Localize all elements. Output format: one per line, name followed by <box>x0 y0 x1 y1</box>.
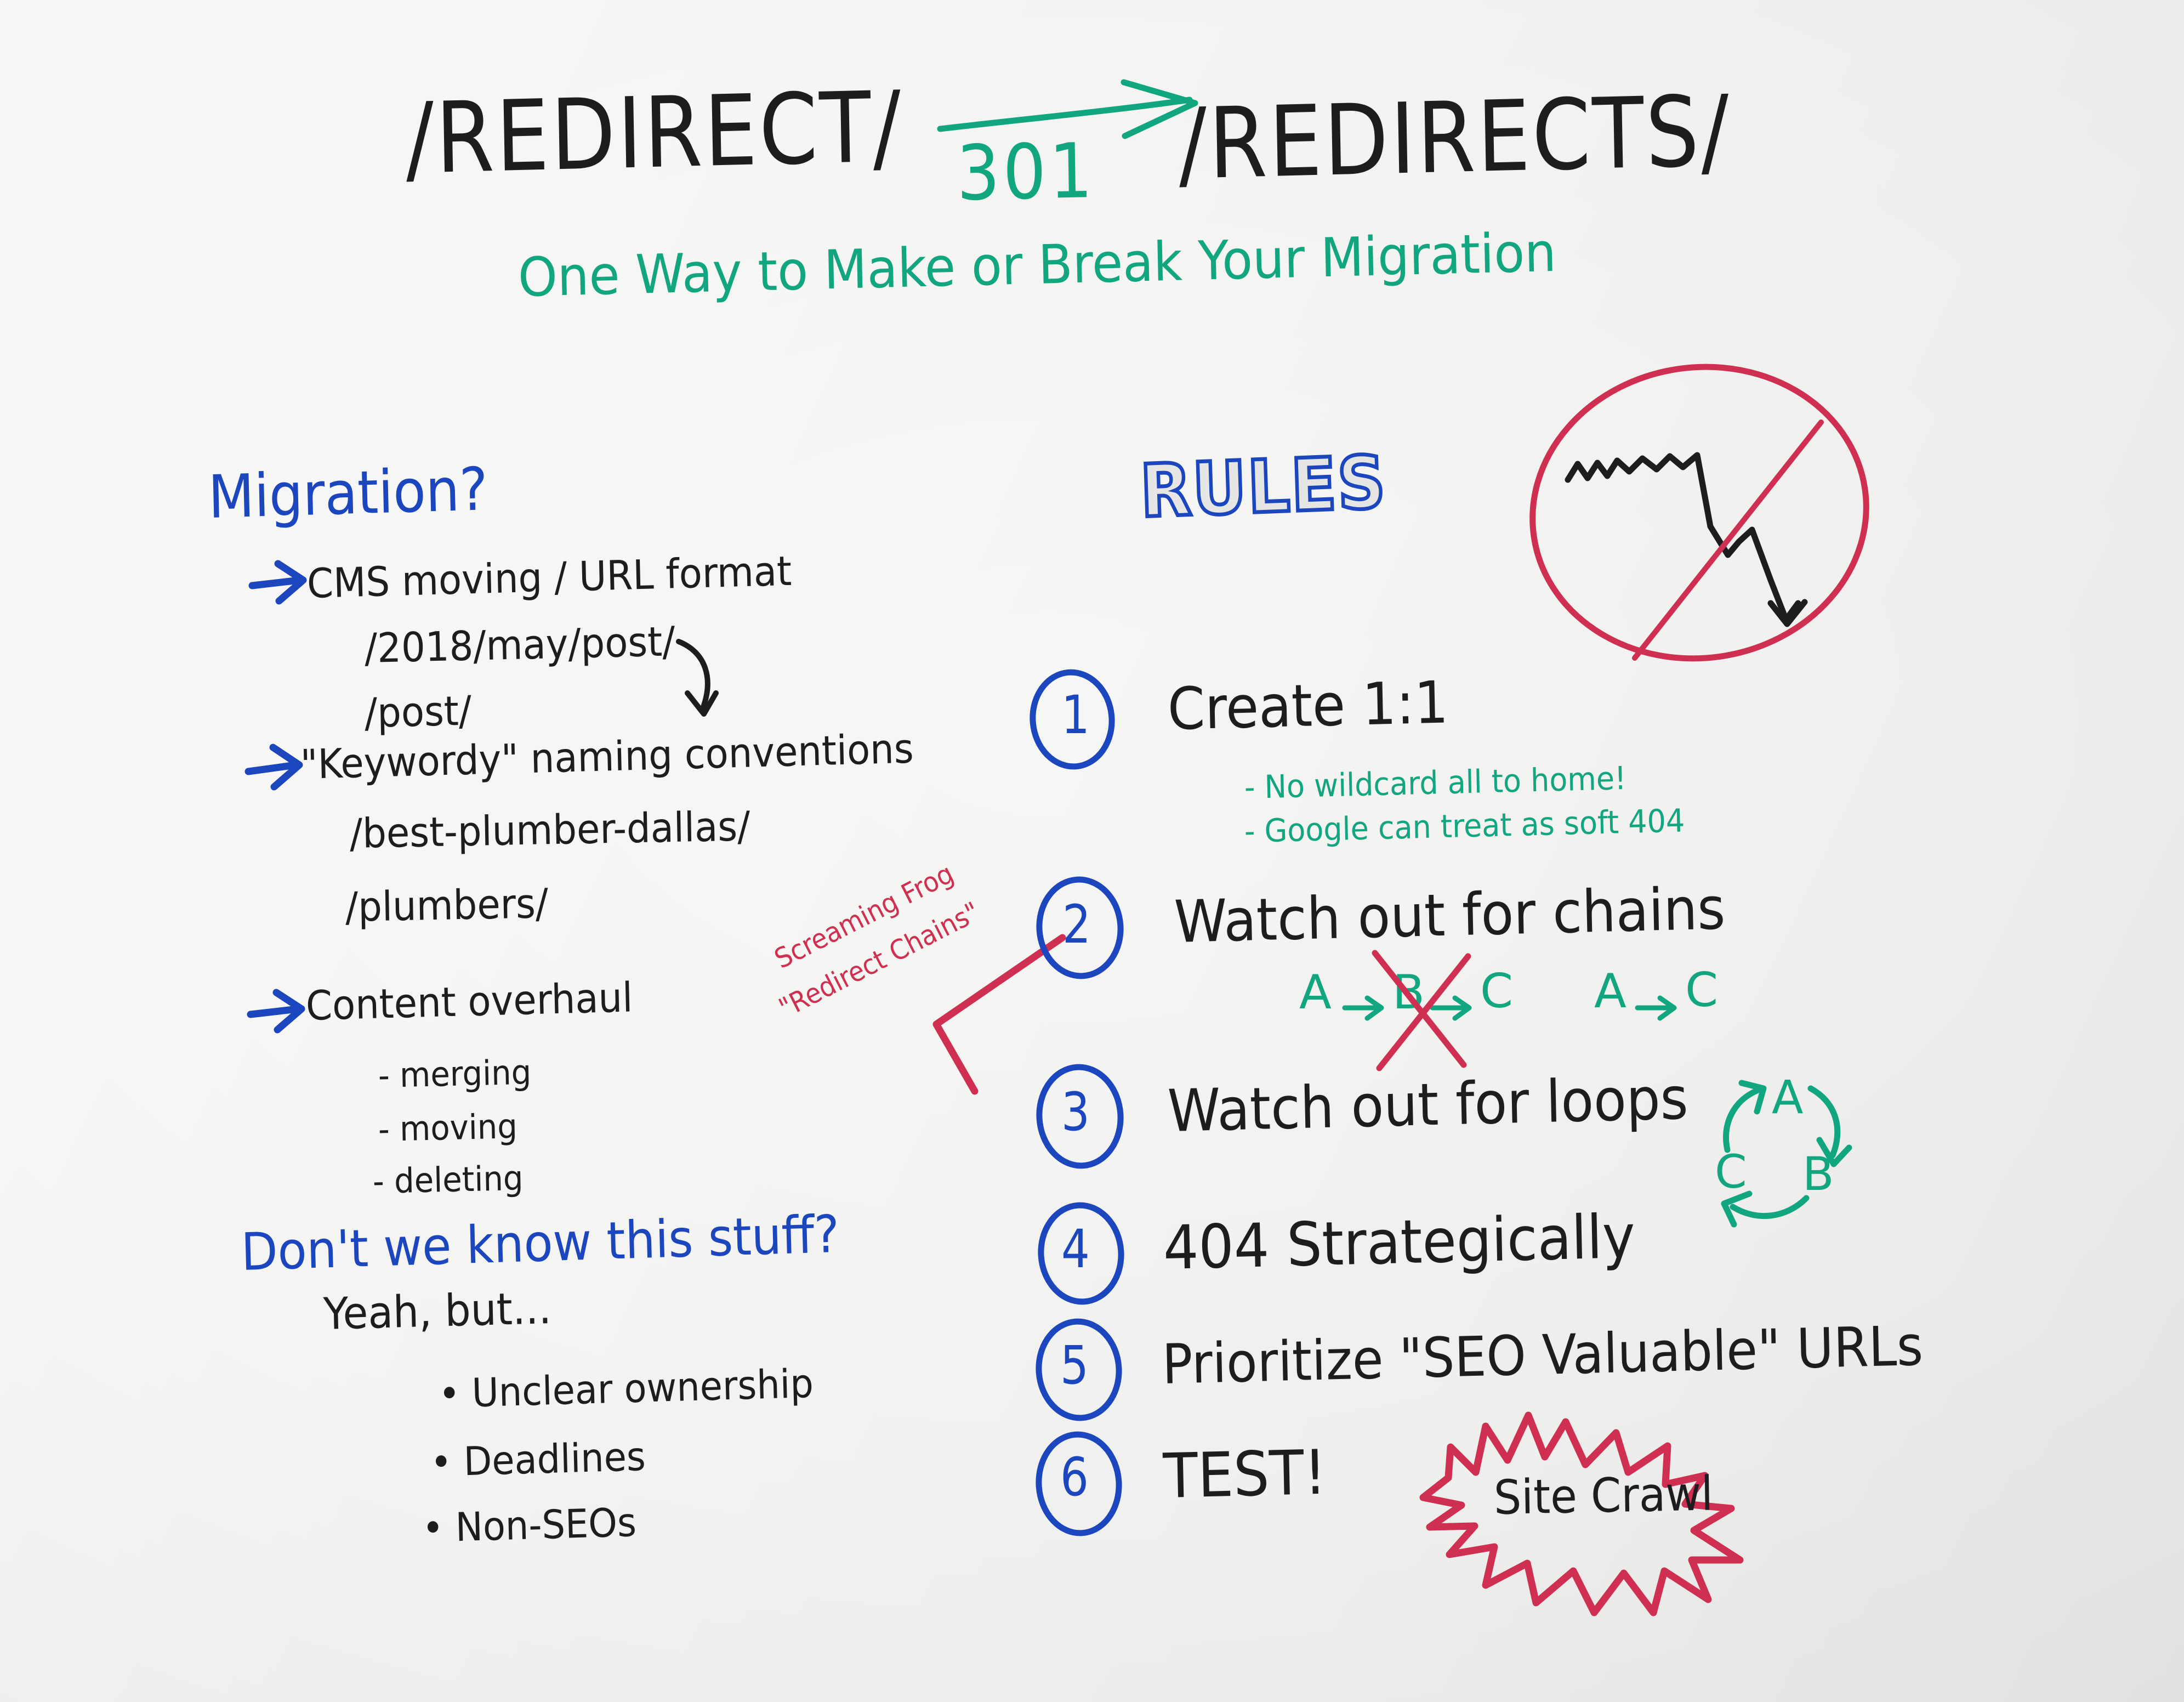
rule-2-circle <box>1036 876 1124 979</box>
rule-2-label: Watch out for chains <box>1173 875 1726 956</box>
rule-3-circle <box>1036 1064 1124 1169</box>
rule-4-number: 4 <box>1061 1218 1090 1280</box>
rule-6-circle <box>1036 1431 1122 1536</box>
right-arrow-icon <box>937 79 1198 139</box>
rule-3-loop-node-c: C <box>1715 1145 1747 1199</box>
rule-3-number: 3 <box>1061 1081 1090 1143</box>
rules-heading: RULES <box>1137 439 1390 536</box>
rule-1-note-1: - No wildcard all to home! <box>1244 759 1627 806</box>
rule-2-chain-crossout-icon <box>1372 950 1471 1071</box>
rule-2-chain-good-node-a: A <box>1594 964 1626 1019</box>
arrow-bullet-icon <box>247 989 305 1034</box>
rule-6-number: 6 <box>1060 1446 1089 1508</box>
arrow-bullet-icon <box>244 744 303 791</box>
rule-3-label: Watch out for loops <box>1167 1064 1689 1145</box>
rule-3-loop-node-a: A <box>1772 1070 1804 1124</box>
rule-2-chain-bad-node-c: C <box>1480 964 1514 1019</box>
rule-2-number: 2 <box>1062 894 1091 955</box>
site-crawl-burst-icon <box>1419 1411 1744 1616</box>
curve-down-arrow-icon <box>676 639 719 717</box>
rule-2-chain-good-node-c: C <box>1685 963 1719 1018</box>
rule-1-label: Create 1:1 <box>1167 668 1449 743</box>
declining-traffic-graph <box>1529 364 1869 662</box>
rule-1-circle <box>1030 669 1115 770</box>
arrow-bullet-icon <box>248 560 307 605</box>
rule-3-loop-diagram <box>1721 1080 1852 1228</box>
rule-1-number: 1 <box>1061 684 1090 746</box>
rule-2-chain-arrow-1 <box>1342 995 1384 1021</box>
rule-2-chain-good-arrow <box>1635 995 1677 1021</box>
rule-1-note-2: - Google can treat as soft 404 <box>1244 802 1685 850</box>
rule-2-chain-arrow-2 <box>1430 995 1472 1021</box>
rule-4-circle <box>1038 1202 1124 1305</box>
rule-2-annotation-bracket <box>932 934 1066 1095</box>
rule-3-loop-node-b: B <box>1802 1147 1834 1201</box>
rule-4-label: 404 Strategically <box>1162 1201 1636 1283</box>
rule-5-circle <box>1036 1318 1122 1421</box>
rule-6-label: TEST! <box>1162 1437 1327 1512</box>
rule-2-chain-bad-node-a: A <box>1299 965 1332 1020</box>
rule-5-number: 5 <box>1060 1335 1089 1396</box>
site-crawl-label: Site Crawl <box>1493 1466 1714 1525</box>
rule-5-label: Prioritize "SEO Valuable" URLs <box>1161 1313 1924 1397</box>
